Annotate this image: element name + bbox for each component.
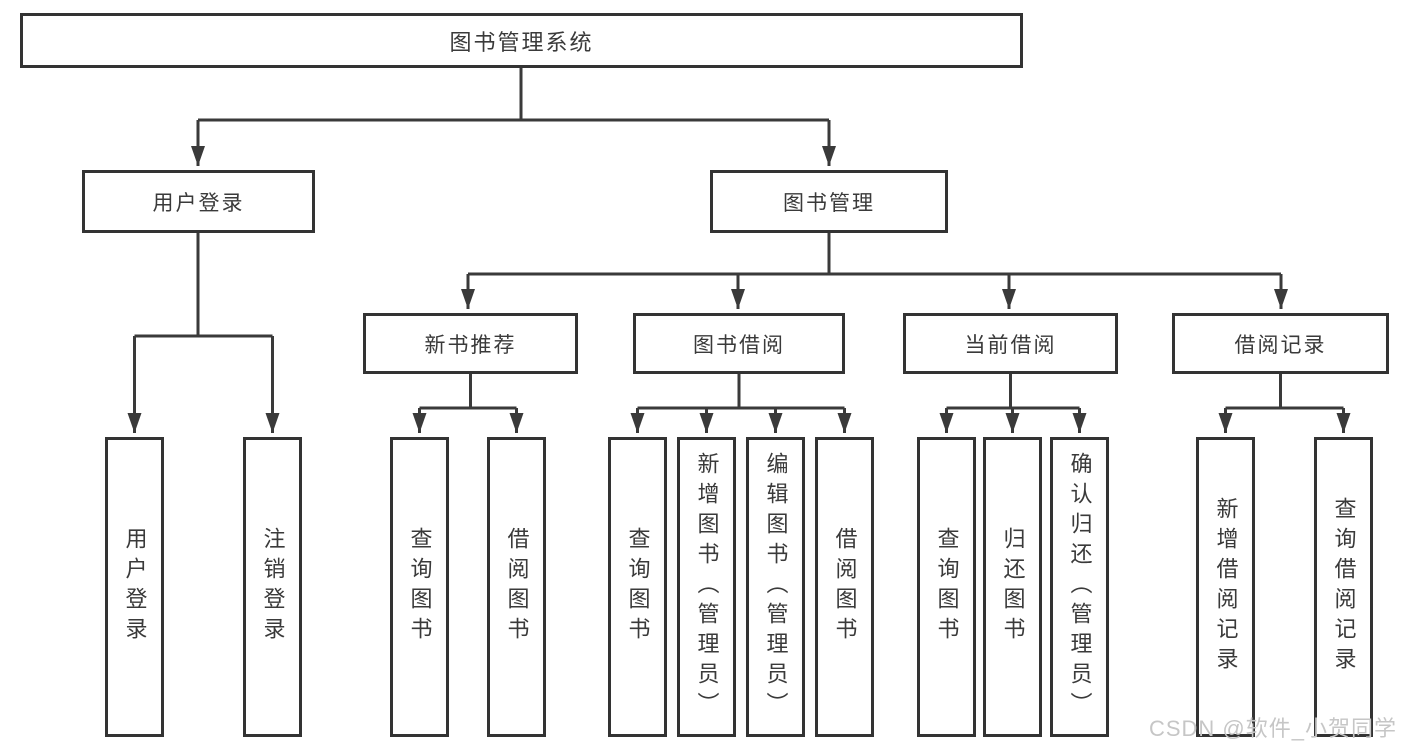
node-current-borrowing: 当前借阅 xyxy=(903,313,1118,374)
leaf-logout: 注销登录 xyxy=(243,437,302,737)
leaf-label: 用户登录 xyxy=(122,527,148,647)
leaf-label: 注销登录 xyxy=(260,527,286,647)
leaf-query-borrow-record: 查询借阅记录 xyxy=(1314,437,1373,737)
leaf-add-book-admin: 新增图书（管理员） xyxy=(677,437,736,737)
leaf-query-books-2: 查询图书 xyxy=(608,437,667,737)
node-label: 图书借阅 xyxy=(693,333,785,357)
node-label: 用户登录 xyxy=(152,191,245,215)
node-label: 图书管理系统 xyxy=(449,29,594,55)
node-book-borrowing: 图书借阅 xyxy=(633,313,845,374)
leaf-borrow-books-2: 借阅图书 xyxy=(815,437,874,737)
leaf-label: 新增图书（管理员） xyxy=(694,452,720,722)
leaf-label: 借阅图书 xyxy=(504,527,530,647)
leaf-return-book: 归还图书 xyxy=(983,437,1042,737)
node-label: 当前借阅 xyxy=(964,333,1057,357)
leaf-label: 确认归还（管理员） xyxy=(1067,452,1093,722)
leaf-label: 借阅图书 xyxy=(832,527,858,647)
leaf-label: 查询图书 xyxy=(934,527,960,647)
node-library-management-system: 图书管理系统 xyxy=(20,13,1023,68)
node-borrowing-records: 借阅记录 xyxy=(1172,313,1389,374)
leaf-edit-book-admin: 编辑图书（管理员） xyxy=(746,437,805,737)
leaf-label: 新增借阅记录 xyxy=(1213,497,1239,677)
node-label: 借阅记录 xyxy=(1234,333,1327,357)
leaf-label: 查询借阅记录 xyxy=(1331,497,1357,677)
leaf-label: 查询图书 xyxy=(407,527,433,647)
leaf-add-borrow-record: 新增借阅记录 xyxy=(1196,437,1255,737)
node-label: 图书管理 xyxy=(783,191,875,215)
leaf-confirm-return-admin: 确认归还（管理员） xyxy=(1050,437,1109,737)
leaf-user-login: 用户登录 xyxy=(105,437,164,737)
node-new-book-recommendation: 新书推荐 xyxy=(363,313,578,374)
leaf-query-books-3: 查询图书 xyxy=(917,437,976,737)
node-label: 新书推荐 xyxy=(424,333,517,357)
leaf-label: 编辑图书（管理员） xyxy=(763,452,789,722)
leaf-query-books-1: 查询图书 xyxy=(390,437,449,737)
watermark: CSDN @软件_小贺同学 xyxy=(1148,716,1397,741)
leaf-label: 查询图书 xyxy=(625,527,651,647)
leaf-borrow-books-1: 借阅图书 xyxy=(487,437,546,737)
node-user-login: 用户登录 xyxy=(82,170,315,233)
node-book-management: 图书管理 xyxy=(710,170,948,233)
leaf-label: 归还图书 xyxy=(1000,527,1026,647)
